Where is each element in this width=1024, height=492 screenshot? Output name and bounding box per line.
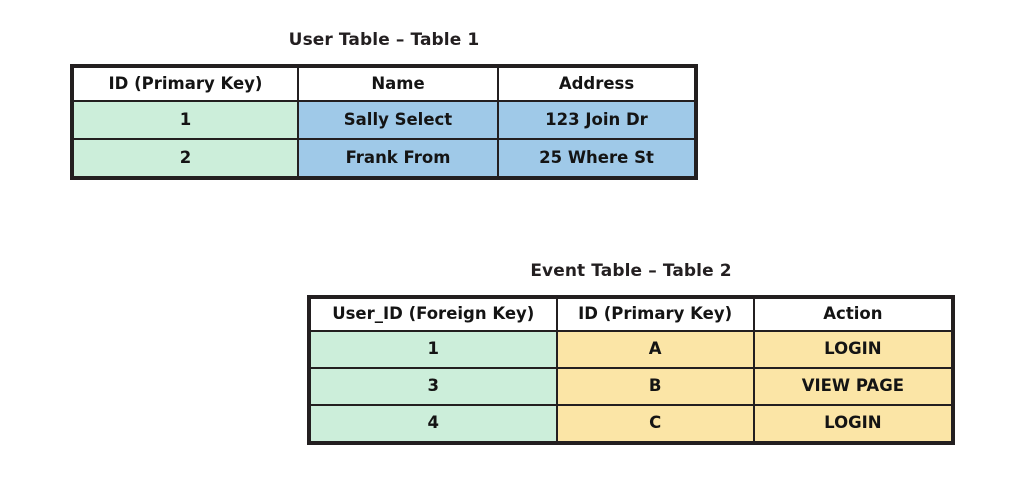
table-row: 2 Frank From 25 Where St (71, 138, 697, 179)
user-table-block: User Table – Table 1 ID (Primary Key) Na… (70, 30, 698, 180)
user-table-header-name: Name (297, 65, 499, 102)
event-table-cell-user-id: 4 (308, 404, 558, 444)
event-table-cell-action: LOGIN (752, 330, 955, 369)
user-table-cell-name: Sally Select (297, 100, 499, 140)
user-table-cell-id: 2 (71, 138, 299, 179)
event-table-cell-action: LOGIN (752, 404, 955, 444)
event-table-cell-id: B (555, 367, 755, 406)
table-row: 3 B VIEW PAGE (308, 367, 955, 406)
user-table-header-address: Address (497, 65, 697, 102)
event-table-block: Event Table – Table 2 User_ID (Foreign K… (307, 261, 955, 445)
event-table-cell-user-id: 3 (308, 367, 558, 406)
event-table-cell-id: C (555, 404, 755, 444)
table-row: 1 A LOGIN (308, 330, 955, 369)
event-table-cell-user-id: 1 (308, 330, 558, 369)
user-table-cell-address: 123 Join Dr (497, 100, 697, 140)
event-table: User_ID (Foreign Key) ID (Primary Key) A… (307, 295, 955, 445)
user-table-cell-id: 1 (71, 100, 299, 140)
event-table-header-id: ID (Primary Key) (555, 296, 755, 332)
user-table: ID (Primary Key) Name Address 1 Sally Se… (70, 64, 698, 180)
event-table-cell-action: VIEW PAGE (752, 367, 955, 406)
table-row: 4 C LOGIN (308, 404, 955, 444)
user-table-title: User Table – Table 1 (288, 30, 480, 50)
event-table-header-user-id: User_ID (Foreign Key) (308, 296, 558, 332)
event-table-title: Event Table – Table 2 (530, 261, 732, 281)
event-table-cell-id: A (555, 330, 755, 369)
event-table-header-row: User_ID (Foreign Key) ID (Primary Key) A… (308, 296, 955, 332)
table-row: 1 Sally Select 123 Join Dr (71, 100, 697, 140)
user-table-header-row: ID (Primary Key) Name Address (71, 65, 697, 102)
user-table-cell-address: 25 Where St (497, 138, 697, 179)
event-table-header-action: Action (752, 296, 955, 332)
user-table-cell-name: Frank From (297, 138, 499, 179)
user-table-header-id: ID (Primary Key) (71, 65, 299, 102)
